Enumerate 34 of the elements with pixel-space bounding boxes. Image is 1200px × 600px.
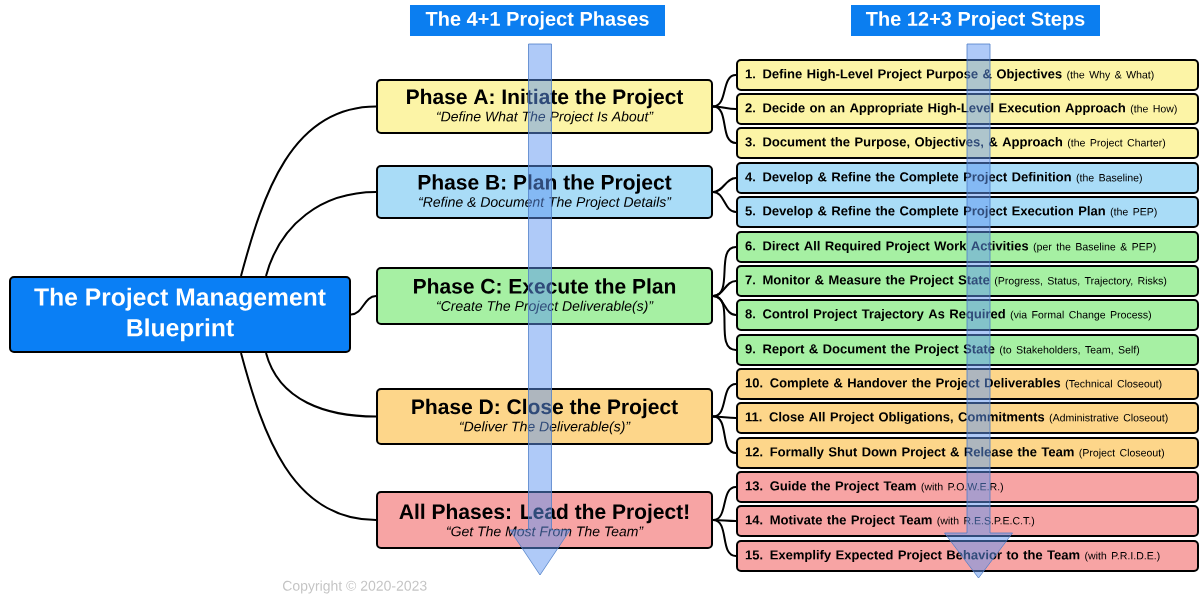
connector-line — [350, 295, 377, 316]
connector-line — [265, 352, 377, 418]
connector-line — [712, 191, 737, 213]
connector-line — [240, 105, 377, 277]
step-box: 12. Formally Shut Down Project & Release the Team (Project Closeout) — [736, 437, 1199, 469]
step-box: 15. Exemplify Expected Project Behavior to the Team (with P.R.I.D.E.) — [736, 540, 1199, 572]
connector-line — [712, 415, 737, 454]
step-box: 8. Control Project Trajectory As Required (via Formal Change Process) — [736, 299, 1199, 331]
copyright-note: Copyright © 2020-2023 — [283, 580, 427, 594]
connector-line — [712, 105, 737, 144]
step-box: 10. Complete & Handover the Project Deliverables (Technical Closeout) — [736, 368, 1199, 400]
step-box: 14. Motivate the Project Team (with R.E.S.P.E.C.T.) — [736, 505, 1199, 537]
step-box: 9. Report & Document the Project State (to Stakeholders, Team, Self) — [736, 334, 1199, 366]
step-box: 7. Monitor & Measure the Project State (Progress, Status, Trajectory, Risks) — [736, 265, 1199, 297]
step-box: 1. Define High-Level Project Purpose & Objectives (the Why & What) — [736, 59, 1199, 91]
step-box: 4. Develop & Refine the Complete Project Definition (the Baseline) — [736, 162, 1199, 194]
connector-line — [712, 295, 737, 351]
connector-line — [712, 74, 737, 108]
step-box: 3. Document the Purpose, Objectives, & Approach (the Project Charter) — [736, 127, 1199, 159]
topic-box: The Project Management Blueprint — [9, 276, 351, 353]
step-box: 2. Decide on an Appropriate High-Level Execution Approach (the How) — [736, 93, 1199, 125]
phase-box: All Phases: Lead the Project! “Get The Most From The Team” — [376, 491, 713, 549]
connector-line — [712, 519, 737, 557]
connector-line — [240, 352, 377, 521]
step-box: 11. Close All Project Obligations, Commitments (Administrative Closeout) — [736, 402, 1199, 434]
connector-line — [712, 383, 737, 418]
connector-line — [265, 191, 377, 277]
phase-box: Phase C: Execute the Plan “Create The Project Deliverable(s)” — [376, 267, 713, 325]
phase-box: Phase B: Plan the Project “Refine & Document The Project Details” — [376, 165, 713, 219]
step-box: 6. Direct All Required Project Work Activities (per the Baseline & PEP) — [736, 231, 1199, 263]
heading-banner: The 12+3 Project Steps — [851, 5, 1100, 36]
step-box: 13. Guide the Project Team (with P.O.W.E.R.) — [736, 471, 1199, 503]
step-box: 5. Develop & Refine the Complete Project Execution Plan (the PEP) — [736, 196, 1199, 228]
heading-banner: The 4+1 Project Phases — [410, 5, 665, 36]
